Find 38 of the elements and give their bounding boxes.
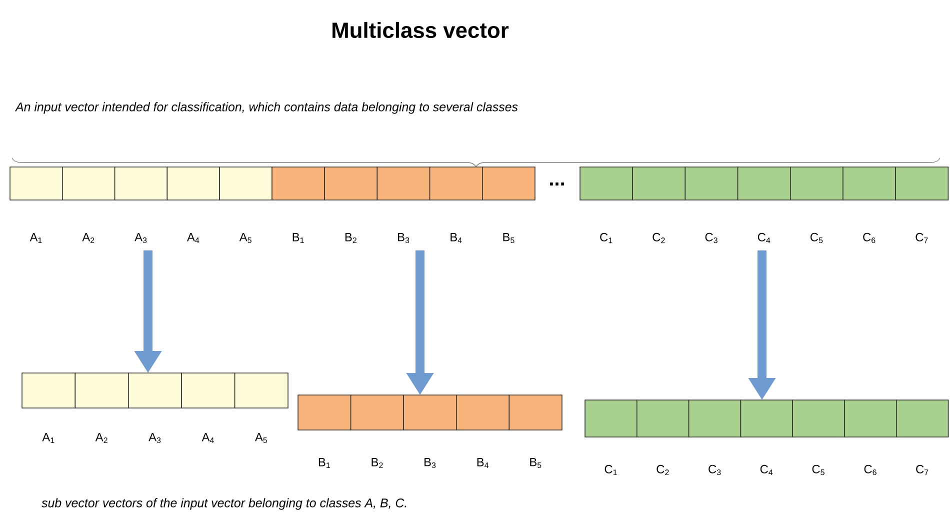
cell-label: B$_{1}$	[318, 458, 330, 468]
cell-label: B$_{5}$	[503, 232, 514, 244]
cell-label: C$_{2}$	[652, 232, 665, 244]
cell-label: A$_{4}$	[186, 233, 200, 243]
cell-label: A$_{1}$	[42, 433, 54, 443]
cell-label: A$_{3}$	[134, 232, 147, 244]
cell-label: A$_{3}$	[148, 432, 161, 444]
cell-label: C$_{6}$	[863, 232, 876, 244]
cell-label: C$_{3}$	[708, 464, 721, 476]
cell-label: A$_{4}$	[202, 433, 214, 443]
cell-label: A$_{5}$	[239, 232, 252, 244]
cell-label: C$_{5}$	[810, 232, 823, 244]
title: Multiclass vector	[332, 22, 509, 38]
cell-label: B$_{5}$	[530, 458, 542, 468]
cell-label: B$_{1}$	[292, 233, 304, 243]
cell-label: B$_{2}$	[345, 233, 356, 243]
cell-label: B$_{3}$	[398, 232, 410, 244]
cell-label: B$_{4}$	[477, 458, 489, 468]
cell-label: C$_{4}$	[758, 232, 770, 244]
caption: sub vector vectors of the input vector belonging to classes A, B, C.	[42, 498, 406, 510]
cell-label: B$_{4}$	[450, 233, 462, 243]
cell-label: C$_{3}$	[705, 232, 718, 244]
cell-label: C$_{5}$	[812, 464, 824, 476]
cell-label: A$_{2}$	[95, 433, 108, 443]
cell-label: C$_{6}$	[864, 464, 876, 476]
cell-label: C$_{7}$	[916, 232, 928, 244]
ellipsis: ...	[550, 182, 564, 186]
cell-label: C$_{1}$	[600, 232, 612, 244]
cell-label: A$_{2}$	[82, 233, 94, 243]
cell-label: B$_{3}$	[424, 458, 436, 468]
cell-label: C$_{1}$	[604, 464, 617, 476]
cell-label: A$_{1}$	[30, 233, 42, 243]
cell-label: C$_{2}$	[656, 464, 669, 476]
cell-label: A$_{5}$	[254, 432, 268, 444]
description: An input vector intended for classification, which contains data belonging to several classes	[14, 102, 518, 114]
cell-label: C$_{4}$	[760, 464, 773, 476]
cell-label: C$_{7}$	[916, 464, 928, 476]
cell-label: B$_{2}$	[372, 458, 383, 468]
